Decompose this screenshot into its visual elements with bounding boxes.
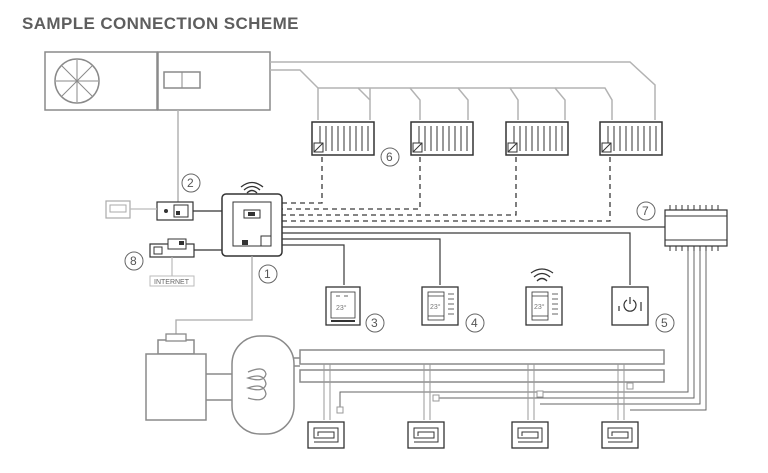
callout-8-label: 8 <box>130 254 137 268</box>
wall-outlet <box>105 200 157 219</box>
thermostat-4 <box>421 286 459 326</box>
radiator-4 <box>599 121 663 156</box>
power-switch <box>611 286 649 326</box>
callout-3-label: 3 <box>371 316 378 330</box>
page-title: SAMPLE CONNECTION SCHEME <box>22 14 299 33</box>
callout-7-label: 7 <box>642 204 649 218</box>
main-controller <box>221 193 283 257</box>
controller-wiring <box>282 226 665 285</box>
callout-5: 5 <box>655 313 675 333</box>
callout-4-label: 4 <box>471 316 478 330</box>
distribution-manifold <box>299 349 665 383</box>
internet-gateway <box>149 238 222 287</box>
callout-4: 4 <box>465 313 485 333</box>
wifi-icon <box>240 181 264 194</box>
thermostat-4-display: 23° <box>430 303 441 311</box>
callout-2-label: 2 <box>187 176 194 190</box>
underfloor-loop-2 <box>407 421 445 449</box>
relay-module <box>156 201 222 221</box>
radiator-1 <box>311 121 375 156</box>
callout-5-label: 5 <box>661 316 668 330</box>
callout-8: 8 <box>124 251 144 271</box>
underfloor-loop-3 <box>511 421 549 449</box>
internet-label: INTERNET <box>154 279 190 286</box>
thermostat-3-display: 23° <box>336 304 347 312</box>
manifold-connectors <box>323 364 634 420</box>
thermostat-3 <box>325 286 361 326</box>
wifi-icon <box>530 268 554 282</box>
underfloor-loop-1 <box>307 421 345 449</box>
callout-1-label: 1 <box>264 267 271 281</box>
outdoor-unit <box>44 51 271 111</box>
radiator-wireless-links <box>282 157 611 222</box>
heating-pipes <box>177 61 656 203</box>
callout-1: 1 <box>258 264 278 284</box>
water-tank <box>231 335 300 435</box>
callout-6-label: 6 <box>386 150 393 164</box>
heat-source-boiler <box>145 256 253 421</box>
wireless-thermostat-display: 23° <box>534 303 545 311</box>
underfloor-loop-4 <box>601 421 639 449</box>
callout-6: 6 <box>380 147 400 167</box>
radiator-3 <box>505 121 569 156</box>
radiator-2 <box>410 121 474 156</box>
wireless-thermostat <box>525 286 563 326</box>
floor-loop-wiring <box>339 251 707 411</box>
callout-2: 2 <box>181 173 201 193</box>
callout-7: 7 <box>636 201 656 221</box>
expansion-module <box>664 205 728 251</box>
callout-3: 3 <box>365 313 385 333</box>
